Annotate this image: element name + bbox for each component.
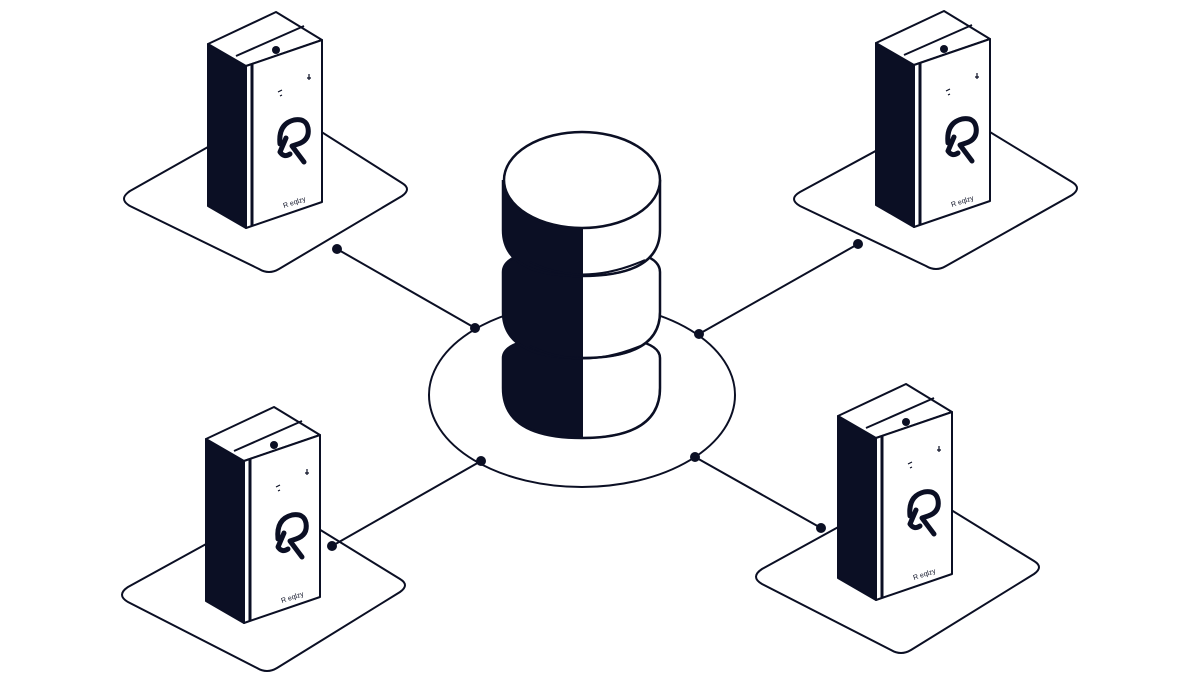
connector-dot — [690, 452, 700, 462]
connector-dot — [694, 329, 704, 339]
connector-dot — [853, 239, 863, 249]
connector-bottom-left — [331, 460, 482, 547]
connector-dot — [327, 541, 337, 551]
connector-dot — [476, 456, 486, 466]
connector-dot — [470, 323, 480, 333]
server-tower-bottom-left: R eqlzy — [206, 407, 320, 623]
connector-top-right — [698, 243, 859, 335]
server-tower-top-left: R eqlzy — [208, 12, 322, 228]
server-tower-bottom-right: R eqlzy — [838, 384, 952, 600]
database-stack-icon — [501, 130, 662, 440]
connector-dot — [816, 523, 826, 533]
connector-bottom-right — [694, 456, 822, 529]
connector-dot — [332, 244, 342, 254]
connector-top-left — [336, 248, 476, 329]
server-tower-top-right: R eqlzy — [876, 11, 990, 227]
